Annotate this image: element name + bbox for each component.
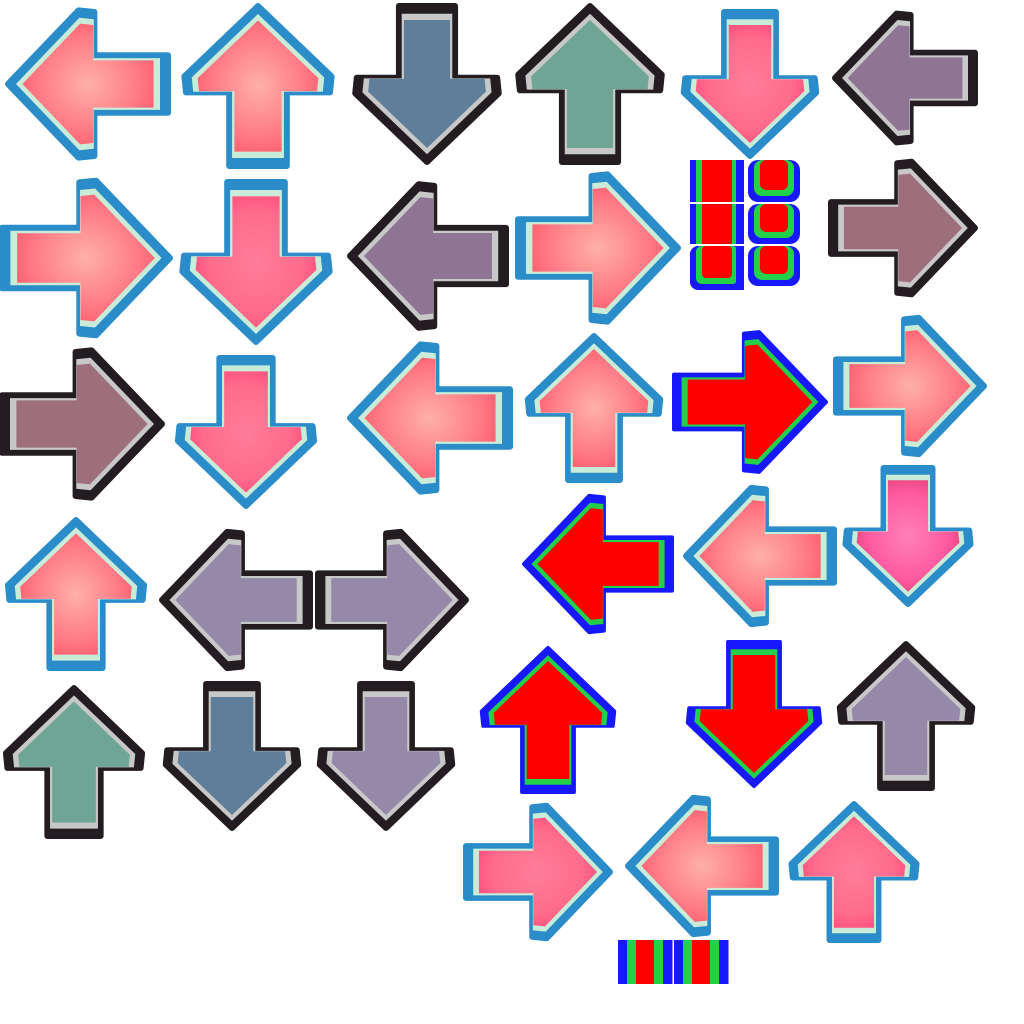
- arrow-up-pink-icon: [4, 517, 148, 671]
- arrow-up-teal-icon: [515, 3, 665, 165]
- hold-body-piece: [690, 160, 744, 202]
- arrow-left-pink-icon: [625, 794, 779, 938]
- arrow-down-slate-icon: [162, 681, 302, 831]
- arrow-right-lilac-icon: [315, 528, 469, 672]
- arrow-right-rose-icon: [463, 802, 613, 942]
- hold-cap-piece: [748, 204, 800, 244]
- arrow-left-lilac-icon: [159, 528, 313, 672]
- arrow-up-neon-icon: [479, 646, 617, 794]
- arrow-sprites: [0, 3, 987, 943]
- arrow-down-slate-icon: [352, 3, 502, 165]
- arrow-up-lilac-icon: [836, 641, 976, 791]
- hold-cap-piece: [748, 160, 800, 202]
- hold-strip-piece: [618, 940, 673, 984]
- arrow-up-teal-icon: [2, 685, 146, 839]
- arrow-down-magenta-icon: [842, 465, 974, 607]
- arrow-up-pink-icon: [524, 333, 664, 483]
- arrow-up-pink-icon: [181, 3, 335, 169]
- arrow-down-rose-icon: [179, 179, 333, 345]
- arrow-right-pink-icon: [0, 177, 173, 339]
- hold-cap-piece: [748, 246, 800, 286]
- hold-body-piece: [690, 246, 744, 290]
- arrow-right-plum-icon: [828, 158, 978, 298]
- arrow-left-mauve-icon: [347, 181, 509, 331]
- arrow-down-neon-icon: [685, 640, 823, 788]
- arrow-right-pink-icon: [833, 314, 987, 458]
- arrow-down-lilac-icon: [316, 681, 456, 831]
- arrow-up-rose-icon: [788, 801, 920, 943]
- arrow-left-pink-icon: [683, 484, 837, 628]
- arrow-down-rose-icon: [174, 355, 318, 509]
- arrow-right-plum-icon: [0, 347, 165, 501]
- hold-sprites: [618, 160, 800, 984]
- arrow-left-pink-icon: [347, 341, 513, 495]
- arrow-left-neon-icon: [522, 493, 674, 635]
- arrow-right-pink-icon: [515, 171, 681, 325]
- arrow-down-rose-icon: [680, 9, 820, 159]
- arrow-left-mauve-icon: [832, 10, 978, 146]
- hold-body-piece: [690, 204, 744, 244]
- arrow-right-neon-icon: [672, 330, 828, 474]
- hold-strip-piece: [674, 940, 729, 984]
- arrow-left-pink-icon: [5, 7, 171, 161]
